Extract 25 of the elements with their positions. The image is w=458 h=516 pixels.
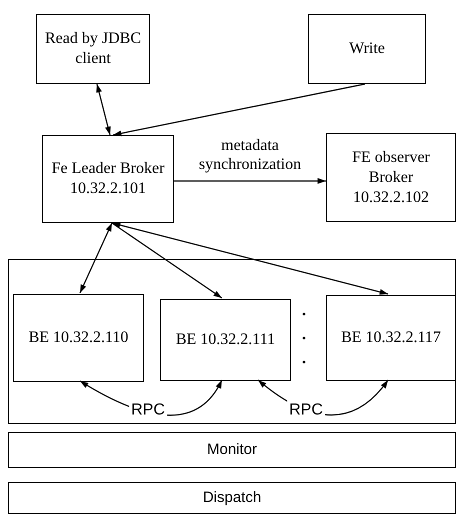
process-box bbox=[13, 294, 144, 382]
node-label: Monitor bbox=[206, 440, 258, 460]
process-box bbox=[36, 14, 150, 84]
arrow bbox=[112, 83, 366, 136]
process-box bbox=[326, 295, 456, 381]
arrow bbox=[79, 222, 112, 294]
process-box bbox=[42, 135, 174, 223]
process-box bbox=[160, 299, 291, 381]
node-label: Read by JDBC client bbox=[44, 29, 142, 69]
node-label: Fe Leader Broker 10.32.2.101 bbox=[50, 159, 166, 199]
container-box bbox=[8, 259, 456, 424]
process-box bbox=[8, 482, 456, 514]
node-label: FE observer Broker 10.32.2.102 bbox=[351, 148, 431, 208]
process-box bbox=[308, 14, 426, 84]
arrow bbox=[174, 178, 326, 184]
arrow bbox=[96, 84, 111, 136]
node-label: BE 10.32.2.110 bbox=[28, 328, 130, 348]
process-box bbox=[8, 432, 456, 468]
node-label: BE 10.32.2.117 bbox=[340, 328, 442, 348]
node-label: BE 10.32.2.111 bbox=[174, 330, 276, 350]
arrow bbox=[112, 222, 222, 298]
process-box bbox=[326, 133, 456, 222]
node-label: Write bbox=[348, 39, 386, 59]
node-label: Dispatch bbox=[202, 488, 262, 508]
arrow bbox=[112, 222, 388, 295]
